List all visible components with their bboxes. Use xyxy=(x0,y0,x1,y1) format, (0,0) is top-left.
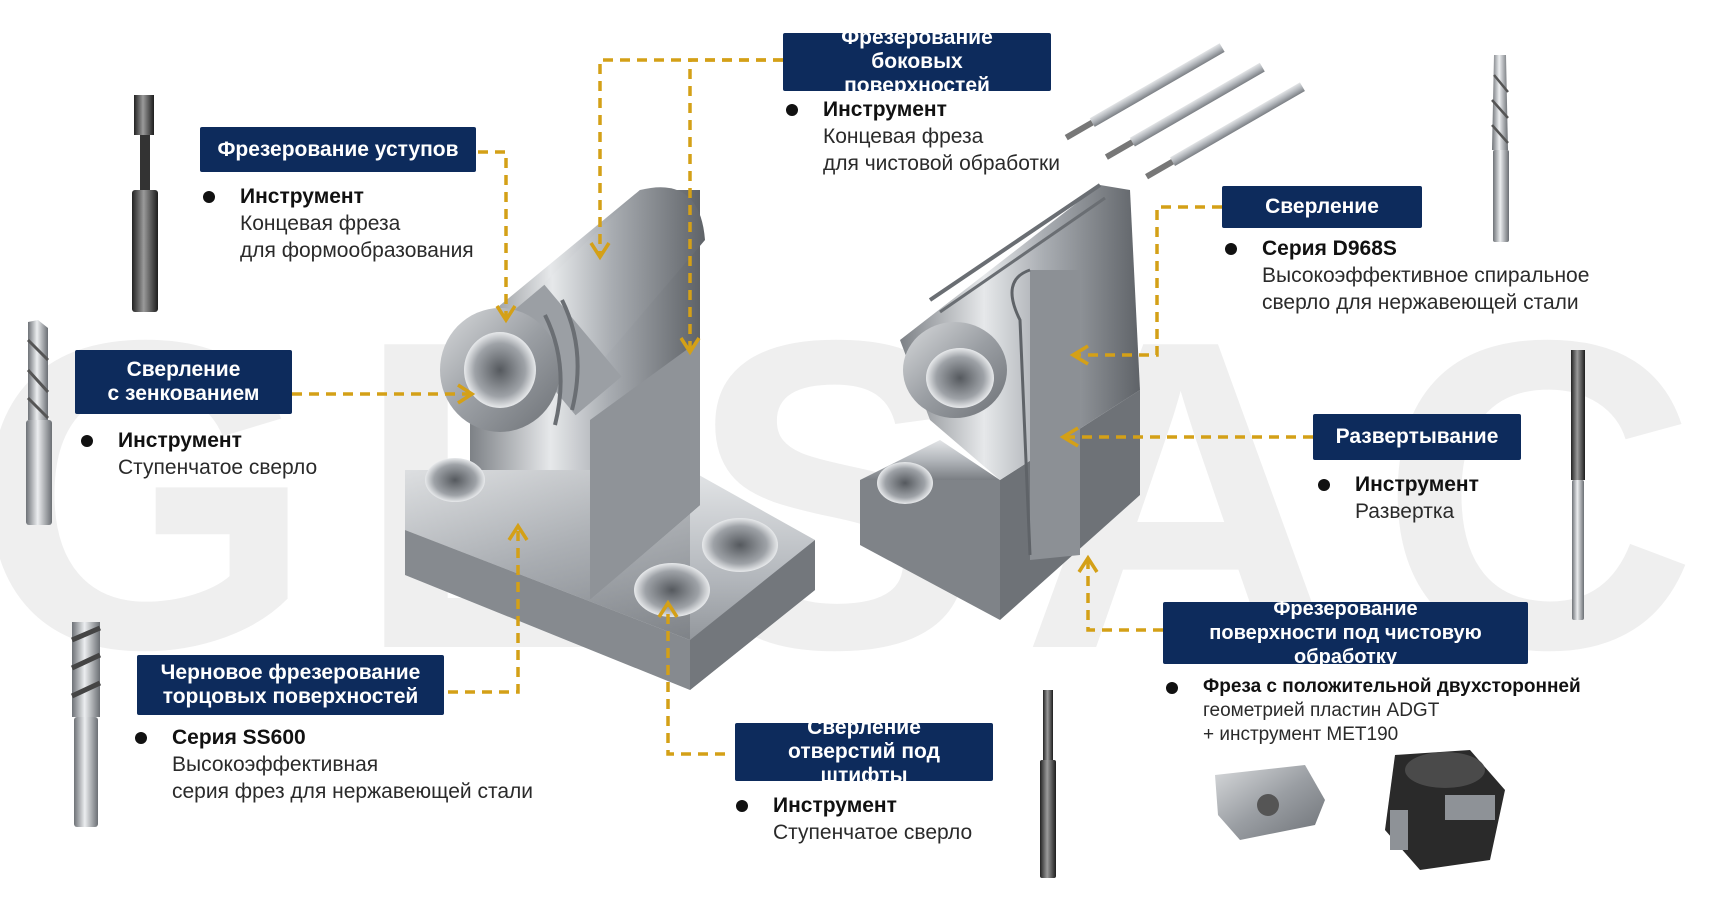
info-heading: Серия D968S xyxy=(1224,235,1589,262)
info-line-1: Высокоэффективная xyxy=(172,753,379,776)
info-line-2: для формообразования xyxy=(240,239,474,262)
info-heading: Инструмент xyxy=(203,183,474,210)
label-face-rough-milling: Черновое фрезерование торцовых поверхнос… xyxy=(137,655,444,715)
info-line-1: Высокоэффективное спиральное xyxy=(1262,264,1590,287)
info-heading: Фреза с положительной двухсторонней xyxy=(1166,676,1581,697)
label-text: Сверление xyxy=(1265,195,1379,218)
info-heading: Инструмент xyxy=(735,792,972,819)
label-text-line-2: отверстий под штифты xyxy=(788,740,940,787)
info-side-milling: Инструмент Концевая фреза для чистовой о… xyxy=(786,96,1060,177)
leader-lines xyxy=(292,58,1313,756)
insert-icon xyxy=(1215,765,1325,840)
info-heading: Инструмент xyxy=(786,96,1060,123)
label-text-line-1: Сверление xyxy=(126,358,241,381)
label-text-line-1: Фрезерование xyxy=(1273,598,1418,620)
info-countersink-drilling: Инструмент Ступенчатое сверло xyxy=(80,427,318,481)
label-shoulder-milling: Фрезерование уступов xyxy=(200,127,476,172)
info-line-1: Ступенчатое сверло xyxy=(118,456,318,479)
label-text-line-1: Черновое фрезерование xyxy=(160,661,421,684)
label-text-line-2: торцовых поверхностей xyxy=(162,685,419,708)
info-heading: Серия SS600 xyxy=(134,724,533,751)
label-text-line-2: поверхностей xyxy=(844,74,990,97)
info-line-2: + инструмент MET190 xyxy=(1203,724,1399,745)
end-mill-icon xyxy=(70,622,102,827)
label-text-line-1: Сверление xyxy=(807,716,921,739)
label-side-milling: Фрезерование боковых поверхностей xyxy=(783,26,1051,97)
info-reaming: Инструмент Развертка xyxy=(1318,471,1479,525)
label-text-line-1: Фрезерование боковых xyxy=(841,26,993,73)
info-drilling: Серия D968S Высокоэффективное спиральное… xyxy=(1224,235,1590,316)
label-countersink-drilling: Сверление с зенкованием xyxy=(75,350,292,414)
info-pin-hole-drilling: Инструмент Ступенчатое сверло xyxy=(735,792,973,846)
info-line-1: геометрией пластин ADGT xyxy=(1203,700,1440,721)
drill-icon xyxy=(1491,55,1509,242)
info-line-2: для чистовой обработки xyxy=(823,152,1060,175)
end-mill-icon xyxy=(1064,43,1305,180)
label-text: Развертывание xyxy=(1335,425,1499,448)
info-line-1: Развертка xyxy=(1355,500,1455,523)
label-text: Фрезерование уступов xyxy=(217,137,459,161)
milling-cutter-icon xyxy=(1385,750,1505,870)
info-line-1: Ступенчатое сверло xyxy=(773,821,973,844)
info-heading: Инструмент xyxy=(80,427,317,454)
right-workpiece xyxy=(860,183,1140,620)
end-mill-icon xyxy=(132,95,158,312)
drill-icon xyxy=(26,320,52,525)
label-pin-hole-drilling: Сверление отверстий под штифты xyxy=(735,716,993,787)
info-finish-surface-milling: Фреза с положительной двухсторонней геом… xyxy=(1166,675,1581,747)
info-line-1: Концевая фреза xyxy=(823,125,984,148)
label-finish-surface-milling: Фрезерование поверхности под чистовую об… xyxy=(1163,598,1528,668)
info-line-2: сверло для нержавеющей стали xyxy=(1262,291,1579,314)
info-heading: Инструмент xyxy=(1318,473,1479,496)
info-face-rough-milling: Серия SS600 Высокоэффективная серия фрез… xyxy=(134,724,534,805)
label-drilling: Сверление xyxy=(1222,186,1422,228)
label-text-line-2: с зенкованием xyxy=(107,382,260,405)
leader-arrowheads xyxy=(457,242,1099,618)
left-workpiece xyxy=(405,187,815,690)
label-text-line-2: поверхности под чистовую обработку xyxy=(1209,622,1482,668)
info-line-1: Концевая фреза xyxy=(240,212,401,235)
info-line-2: серия фрез для нержавеющей стали xyxy=(172,780,534,803)
info-shoulder-milling: Инструмент Концевая фреза для формообраз… xyxy=(203,183,474,264)
label-reaming: Развертывание xyxy=(1313,414,1521,460)
drill-icon xyxy=(1040,690,1056,878)
reamer-icon xyxy=(1571,350,1585,620)
